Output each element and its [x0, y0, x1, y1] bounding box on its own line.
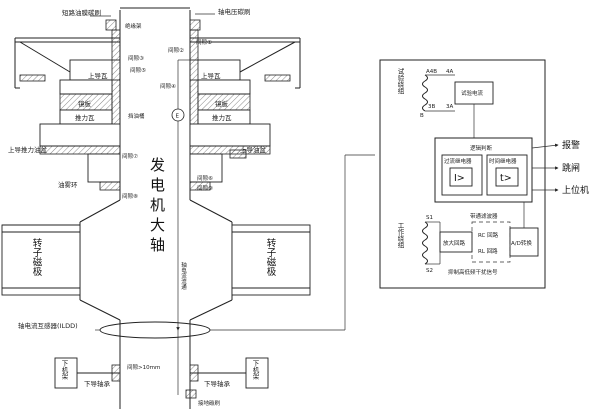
shaft-char-5: 轴: [150, 236, 165, 254]
upper-frame: [14, 37, 301, 89]
shaft-char-2: 电: [150, 176, 165, 194]
label-gap-4: 间隙④: [160, 82, 176, 90]
label-timer-relay: 时间继电器: [489, 157, 517, 165]
logic-judgement-box: [434, 137, 533, 203]
label-insulation-frame: 绝缘架: [125, 22, 142, 30]
label-oil-baffle: 挡油桶: [128, 112, 145, 120]
label-ct: 轴电流互感器(ILDD): [18, 321, 78, 330]
protection-device-frame: [379, 59, 546, 289]
label-thrust-right: 推力瓦: [212, 113, 232, 122]
label-gap-6: 间隙⑥: [197, 174, 213, 182]
label-suppress-note: 抑制高低频干扰信号: [448, 268, 498, 276]
relay-i-symbol: I>: [454, 173, 465, 184]
label-upper-guide-left: 上导瓦: [88, 71, 108, 80]
label-amplifier: 放大回路: [443, 239, 466, 247]
label-s2: S2: [426, 268, 433, 274]
label-a3: 3A: [446, 104, 453, 110]
label-gap-7: 间隙⑦: [122, 152, 138, 160]
label-a3b: 3B: [428, 104, 435, 110]
label-rc-circuit: RC 回路: [478, 231, 499, 239]
shaft-current-transformer: [99, 321, 211, 339]
rotor-poles: [1, 224, 311, 296]
label-upper-guide-oil-basin: 上导油盆: [240, 145, 267, 154]
right-bearing-assembly: [189, 29, 271, 191]
shaft-char-3: 机: [150, 196, 165, 214]
label-shaft-grounding-brush: 短路油膜碳刷: [62, 8, 101, 17]
label-test-current: 试验电流: [461, 89, 484, 97]
ad-converter-box: [509, 227, 539, 257]
label-overcurrent-relay: 过流继电器: [444, 157, 472, 165]
output-host: 上位机: [562, 184, 589, 196]
label-gap-3: 间隙③: [128, 54, 144, 62]
bandpass-filter-frame: [471, 221, 511, 263]
e-source-symbol: [171, 108, 185, 122]
test-winding-coil: [422, 74, 494, 138]
relay-t-symbol: t>: [500, 173, 512, 184]
label-b-tap: B: [420, 113, 424, 119]
label-oil-mist-ring: 油雾环: [58, 180, 78, 189]
output-alarm: 报警: [562, 139, 580, 151]
label-shaft-current-path: 轴电流流通: [180, 261, 187, 291]
label-a4: 4A: [446, 69, 453, 75]
label-lower-frame-left: 下机架: [60, 360, 68, 381]
shaft-char-1: 发: [150, 156, 165, 174]
label-a4b: A4B: [426, 69, 437, 75]
work-winding-coil: [422, 221, 441, 265]
label-gap-9: 间隙⑨: [197, 184, 213, 192]
label-rotor-pole-left: 转子磁极: [31, 237, 43, 277]
label-s1: S1: [426, 215, 433, 221]
e-symbol-label: E: [176, 114, 180, 120]
label-test-winding: 试验绕组: [396, 67, 404, 95]
label-ad-convert: A/D转换: [511, 239, 532, 247]
label-lower-guide-right: 下导轴承: [204, 379, 231, 388]
current-path: [171, 59, 190, 395]
output-trip: 跳闸: [562, 162, 580, 174]
label-gap-8: 间隙⑧: [122, 192, 138, 200]
label-mirror-plate-right: 镜板: [215, 99, 229, 108]
label-lower-guide-left: 下导轴承: [84, 379, 111, 388]
label-thrust-left: 推力瓦: [75, 113, 95, 122]
label-gap-2: 间隙②: [168, 46, 184, 54]
label-filter-title: 带通滤波器: [470, 212, 498, 220]
label-rotor-pole-right: 转子磁极: [265, 237, 277, 277]
label-mirror-plate-left: 镜板: [78, 99, 92, 108]
label-shaft-voltage-brush: 轴电压碳刷: [218, 7, 251, 16]
output-arrows: [531, 143, 559, 192]
left-bearing-assembly: [39, 29, 121, 191]
label-work-winding: 工作绕组: [396, 222, 404, 248]
label-rl-circuit: RL 回路: [478, 247, 498, 255]
label-upper-guide-right: 上导瓦: [201, 71, 221, 80]
top-brushes: [90, 13, 215, 31]
label-lower-frame-right: 下机架: [251, 360, 259, 381]
label-upper-thrust-oil-basin: 上导推力油盆: [8, 145, 48, 154]
label-gap-5: 间隙⑤: [130, 66, 146, 74]
label-gap-1: 间隙①: [196, 38, 212, 46]
label-grounding-brush-bottom: 接地碳刷: [198, 399, 221, 407]
label-logic-judgement: 逻辑判断: [470, 144, 493, 152]
lower-frames: [54, 357, 269, 399]
label-gap-lower: 间隙>10mm: [127, 363, 160, 371]
shaft-char-4: 大: [150, 216, 165, 234]
